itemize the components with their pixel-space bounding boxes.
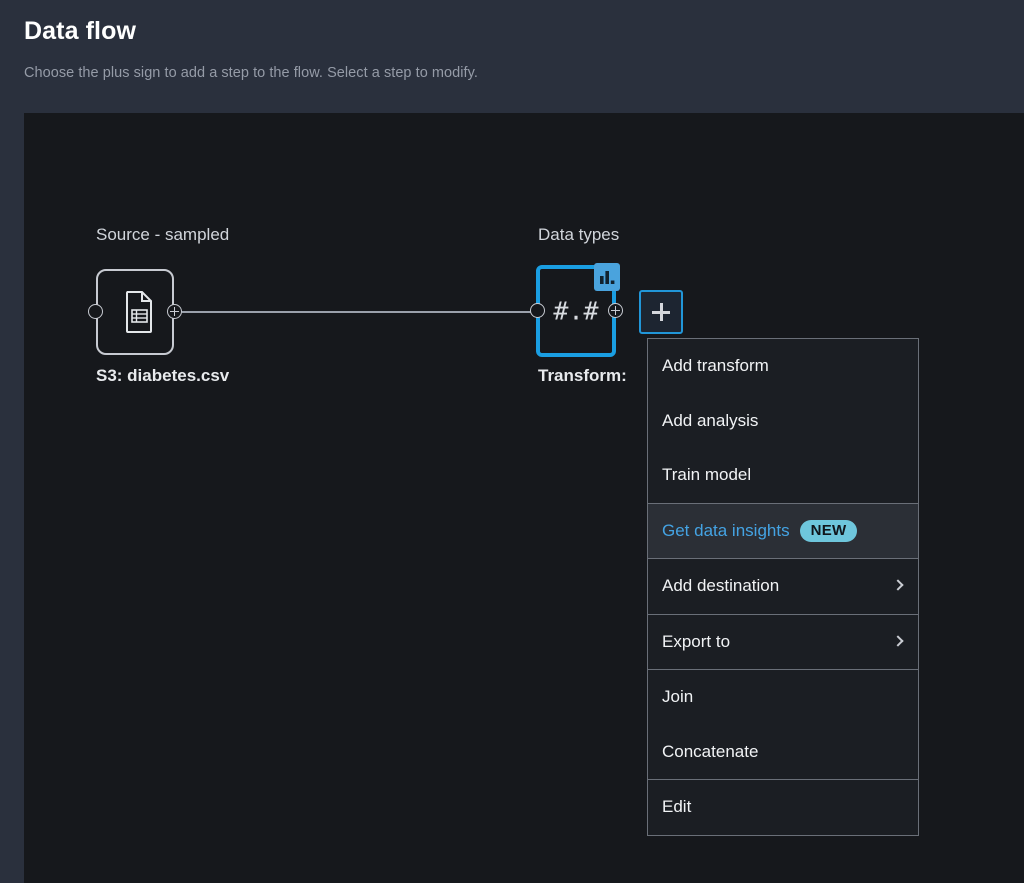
menu-item-label: Edit [662, 797, 692, 817]
menu-item-export-to[interactable]: Export to [648, 615, 918, 670]
new-badge: NEW [799, 519, 858, 542]
menu-item-get-data-insights[interactable]: Get data insights NEW [648, 503, 918, 558]
source-node-label: Source - sampled [96, 225, 230, 244]
menu-item-label: Join [662, 687, 694, 707]
menu-item-add-destination[interactable]: Add destination [648, 559, 918, 614]
datatypes-node-sublabel: Transform: [538, 366, 627, 385]
menu-group: Get data insights NEW [648, 502, 918, 558]
menu-item-join[interactable]: Join [648, 670, 918, 725]
menu-item-label: Add destination [662, 576, 780, 596]
chevron-right-icon [892, 579, 904, 591]
menu-item-label: Export to [662, 631, 731, 651]
menu-item-add-analysis[interactable]: Add analysis [648, 394, 918, 449]
datatypes-input-port[interactable] [530, 303, 545, 318]
datatypes-node-label: Data types [538, 225, 620, 244]
menu-group: Export to [648, 613, 918, 670]
menu-item-label: Add transform [662, 356, 769, 376]
datatypes-output-port[interactable] [608, 303, 623, 318]
page-header: Data flow Choose the plus sign to add a … [0, 0, 1024, 113]
source-input-port[interactable] [88, 304, 103, 319]
source-node[interactable] [96, 269, 174, 355]
chevron-right-icon [892, 635, 904, 647]
menu-item-concatenate[interactable]: Concatenate [648, 725, 918, 780]
bar-chart-icon[interactable] [594, 263, 620, 291]
page-title: Data flow [24, 17, 137, 45]
menu-item-add-transform[interactable]: Add transform [648, 339, 918, 394]
csv-document-icon [117, 290, 153, 334]
source-output-port[interactable] [167, 304, 182, 319]
source-node-sublabel: S3: diabetes.csv [96, 366, 230, 385]
menu-group: Edit [648, 779, 918, 835]
add-step-plus-button[interactable] [639, 290, 683, 334]
menu-item-label: Get data insights [662, 520, 790, 540]
menu-item-edit[interactable]: Edit [648, 780, 918, 835]
menu-item-label: Concatenate [662, 741, 759, 761]
menu-item-train-model[interactable]: Train model [648, 448, 918, 503]
menu-item-label: Train model [662, 465, 752, 485]
page-subtitle: Choose the plus sign to add a step to th… [24, 65, 478, 81]
datatypes-node-value: #.# [553, 296, 599, 326]
flow-edge-line [182, 311, 550, 313]
menu-item-label: Add analysis [662, 410, 759, 430]
menu-group: Add destination [648, 558, 918, 614]
